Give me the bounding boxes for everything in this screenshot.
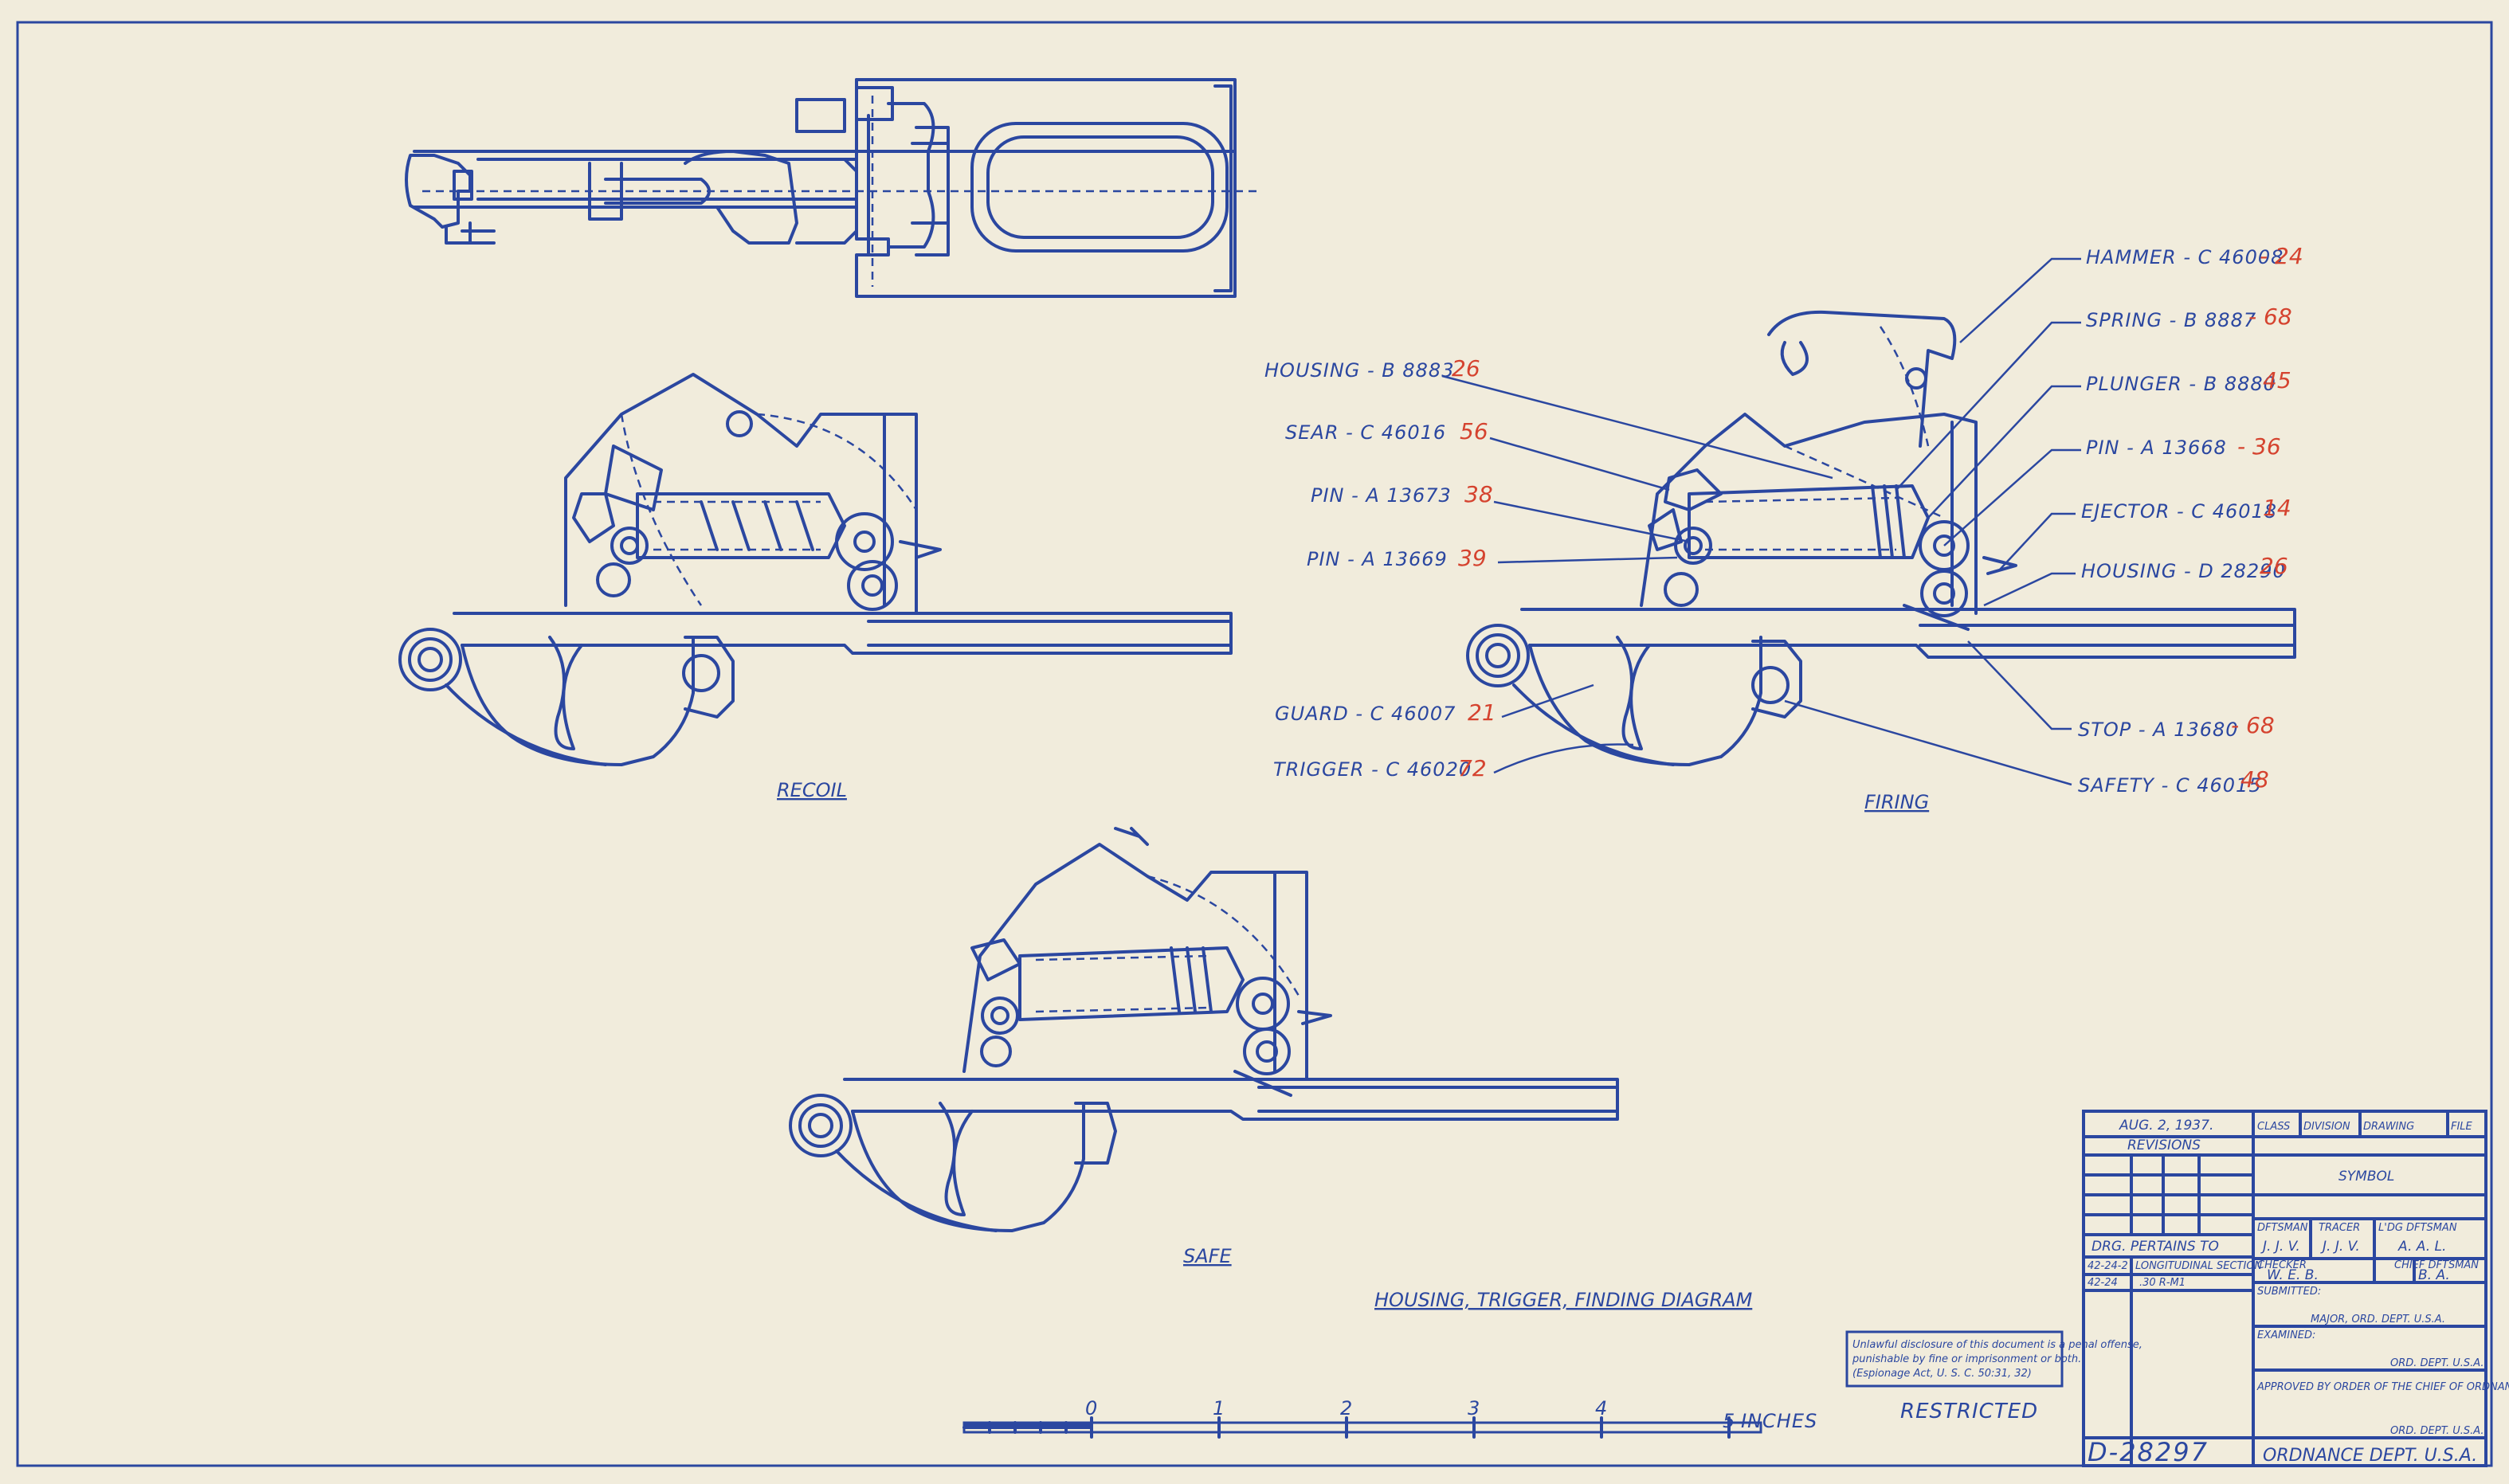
safe-view-drawing	[789, 827, 1619, 1232]
callout-housing-d28290: HOUSING - D 28290	[2081, 560, 2286, 582]
tb-ord-dept-2: ORD. DEPT. U.S.A.	[2390, 1425, 2484, 1437]
notice-line-2: punishable by fine or imprisonment or bo…	[1852, 1353, 2081, 1365]
qty-ejector-c46018: 14	[2263, 495, 2291, 521]
drawing-number: D-28297	[2088, 1437, 2209, 1467]
qty-safety-c46015: 48	[2240, 766, 2269, 793]
left-callouts: HOUSING - B 8883 26 SEAR - C 46016 56 PI…	[1264, 355, 1833, 781]
tb-tracer: J. J. V.	[2320, 1239, 2360, 1255]
tb-tracer-label: TRACER	[2319, 1222, 2360, 1234]
qty-housing-b8883: 26	[1452, 355, 1480, 382]
tb-date: AUG. 2, 1937.	[2119, 1118, 2213, 1134]
tb-ldg-label: L'DG DFTSMAN	[2378, 1222, 2457, 1234]
qty-pin-a13673: 38	[1464, 481, 1493, 507]
right-callouts: HAMMER - C 46008 - 24 SPRING - B 8887 - …	[1784, 243, 2303, 797]
tb-header-drawing: DRAWING	[2363, 1121, 2414, 1133]
scale-tick-3: 3	[1468, 1397, 1480, 1419]
drawing-title: HOUSING, TRIGGER, FINDING DIAGRAM	[1374, 1289, 1753, 1311]
callout-spring-b8887: SPRING - B 8887	[2086, 309, 2256, 331]
callout-guard-c46007: GUARD - C 46007	[1275, 703, 1456, 725]
tb-pertains-1b: LONGITUDINAL SECTION	[2135, 1260, 2263, 1272]
tb-ord-dept: ORD. DEPT. U.S.A.	[2390, 1357, 2484, 1369]
qty-plunger-b8880: 45	[2263, 367, 2291, 394]
scale-tick-2: 2	[1340, 1397, 1353, 1419]
tb-symbol: SYMBOL	[2338, 1169, 2394, 1184]
tb-dftsman-label: DFTSMAN	[2257, 1222, 2308, 1234]
callout-safety-c46015: SAFETY - C 46015	[2078, 774, 2262, 797]
scale-tick-5: 5	[1723, 1410, 1735, 1432]
callout-trigger-c46020: TRIGGER - C 46020	[1273, 758, 1472, 781]
tb-header-class: CLASS	[2257, 1121, 2290, 1133]
callout-housing-b8883: HOUSING - B 8883	[1264, 359, 1454, 382]
disclosure-stamp: Unlawful disclosure of this document is …	[1845, 1330, 2142, 1388]
top-view-drawing	[405, 78, 1259, 298]
callout-ejector-c46018: EJECTOR - C 46018	[2081, 500, 2277, 523]
qty-guard-c46007: 21	[1468, 699, 1496, 726]
qty-pin-a13669: 39	[1458, 545, 1487, 571]
qty-hammer-c46008: - 24	[2260, 243, 2303, 269]
qty-housing-d28290: 26	[2260, 553, 2288, 579]
tb-major: MAJOR, ORD. DEPT. U.S.A.	[2311, 1314, 2445, 1325]
callout-pin-a13669: PIN - A 13669	[1307, 548, 1448, 570]
tb-submitted: SUBMITTED:	[2257, 1286, 2321, 1298]
qty-stop-a13680: - 68	[2231, 712, 2275, 738]
tb-pertains-2b: .30 R-M1	[2139, 1277, 2186, 1289]
tb-pertains-2a: 42-24	[2088, 1277, 2118, 1289]
restricted-stamp: RESTRICTED	[1900, 1400, 2038, 1423]
notice-line-3: (Espionage Act, U. S. C. 50:31, 32)	[1852, 1368, 2032, 1380]
tb-checker-label: CHECKER	[2257, 1259, 2307, 1271]
notice-line-1: Unlawful disclosure of this document is …	[1852, 1339, 2142, 1351]
scale-tick-1: 1	[1213, 1397, 1225, 1419]
tb-ldg: A. A. L.	[2397, 1239, 2446, 1255]
tb-chief-label: CHIEF DFTSMAN	[2394, 1259, 2479, 1271]
tb-ordnance-dept: ORDNANCE DEPT. U.S.A.	[2263, 1446, 2477, 1466]
qty-sear-c46016: 56	[1460, 418, 1488, 444]
tb-chief: B. A.	[2418, 1267, 2450, 1283]
scale-tick-0: 0	[1085, 1397, 1098, 1419]
qty-pin-a13668: - 36	[2237, 433, 2281, 460]
tb-header-division: DIVISION	[2303, 1121, 2350, 1133]
callout-stop-a13680: STOP - A 13680	[2078, 719, 2239, 741]
callout-pin-a13673: PIN - A 13673	[1311, 484, 1452, 507]
title-block: AUG. 2, 1937. REVISIONS CLASS DIVISION D…	[2082, 1110, 2509, 1467]
qty-spring-b8887: - 68	[2248, 303, 2292, 330]
qty-trigger-c46020: 72	[1458, 755, 1487, 781]
sheet-border	[16, 21, 2493, 1467]
tb-examined: EXAMINED:	[2257, 1329, 2315, 1341]
tb-revisions: REVISIONS	[2127, 1137, 2201, 1153]
callout-hammer-c46008: HAMMER - C 46008	[2086, 246, 2284, 268]
scale-bar: 0 1 2 3 4 5 INCHES	[962, 1397, 1817, 1439]
callout-plunger-b8880: PLUNGER - B 8880	[2086, 373, 2276, 395]
recoil-view-label: RECOIL	[777, 779, 847, 801]
tb-dftsman: J. J. V.	[2260, 1239, 2300, 1255]
callout-pin-a13668: PIN - A 13668	[2086, 437, 2227, 459]
tb-pertains-1a: 42-24-2	[2088, 1260, 2128, 1272]
tb-checker: W. E. B.	[2267, 1267, 2319, 1283]
recoil-view-drawing	[398, 373, 1233, 766]
safe-view-label: SAFE	[1183, 1245, 1232, 1267]
scale-tick-4: 4	[1595, 1397, 1608, 1419]
firing-view-label: FIRING	[1864, 791, 1929, 813]
scale-unit: INCHES	[1741, 1410, 1817, 1432]
firing-view-drawing	[1466, 310, 2296, 766]
callout-sear-c46016: SEAR - C 46016	[1285, 421, 1446, 444]
tb-approved: APPROVED BY ORDER OF THE CHIEF OF ORDNAN…	[2256, 1381, 2509, 1393]
tb-header-file: FILE	[2451, 1121, 2473, 1133]
tb-pertains-to: DRG. PERTAINS TO	[2091, 1239, 2219, 1255]
